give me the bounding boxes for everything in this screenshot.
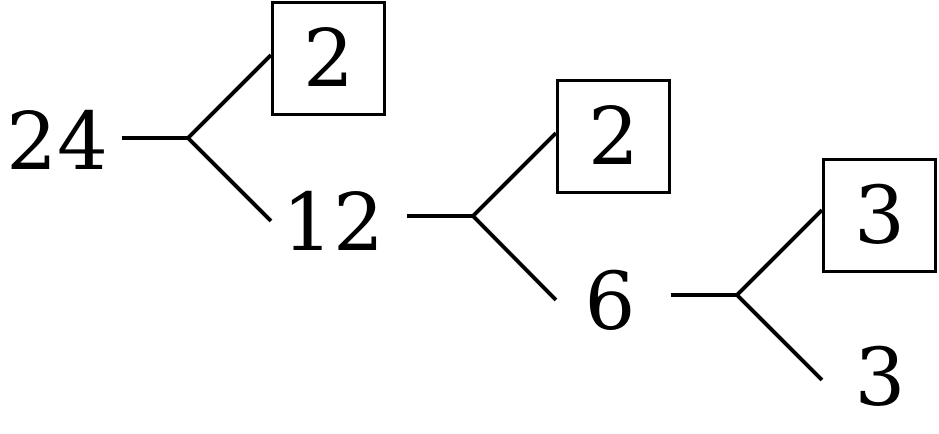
prime-factor-value-1: 2 <box>303 11 354 105</box>
branch-level-1 <box>122 53 273 223</box>
remainder-number-3: 3 <box>854 331 906 424</box>
lower-branch-line-2 <box>471 214 558 302</box>
branch-level-2 <box>407 131 558 302</box>
upper-branch-line-2 <box>471 131 558 218</box>
remainder-number-1: 12 <box>282 176 384 269</box>
prime-factor-box-3: 3 <box>822 158 937 273</box>
prime-factor-box-2: 2 <box>556 79 671 194</box>
upper-branch-line-3 <box>735 208 824 297</box>
branch-level-3 <box>671 208 824 382</box>
prime-factor-value-2: 2 <box>588 89 639 183</box>
upper-branch-line-1 <box>186 53 273 140</box>
lower-branch-line-3 <box>735 293 824 382</box>
root-number: 24 <box>6 95 108 188</box>
prime-factor-box-1: 2 <box>271 1 386 116</box>
remainder-number-2: 6 <box>584 255 636 348</box>
prime-factor-value-3: 3 <box>854 168 905 262</box>
lower-branch-line-1 <box>186 136 273 223</box>
